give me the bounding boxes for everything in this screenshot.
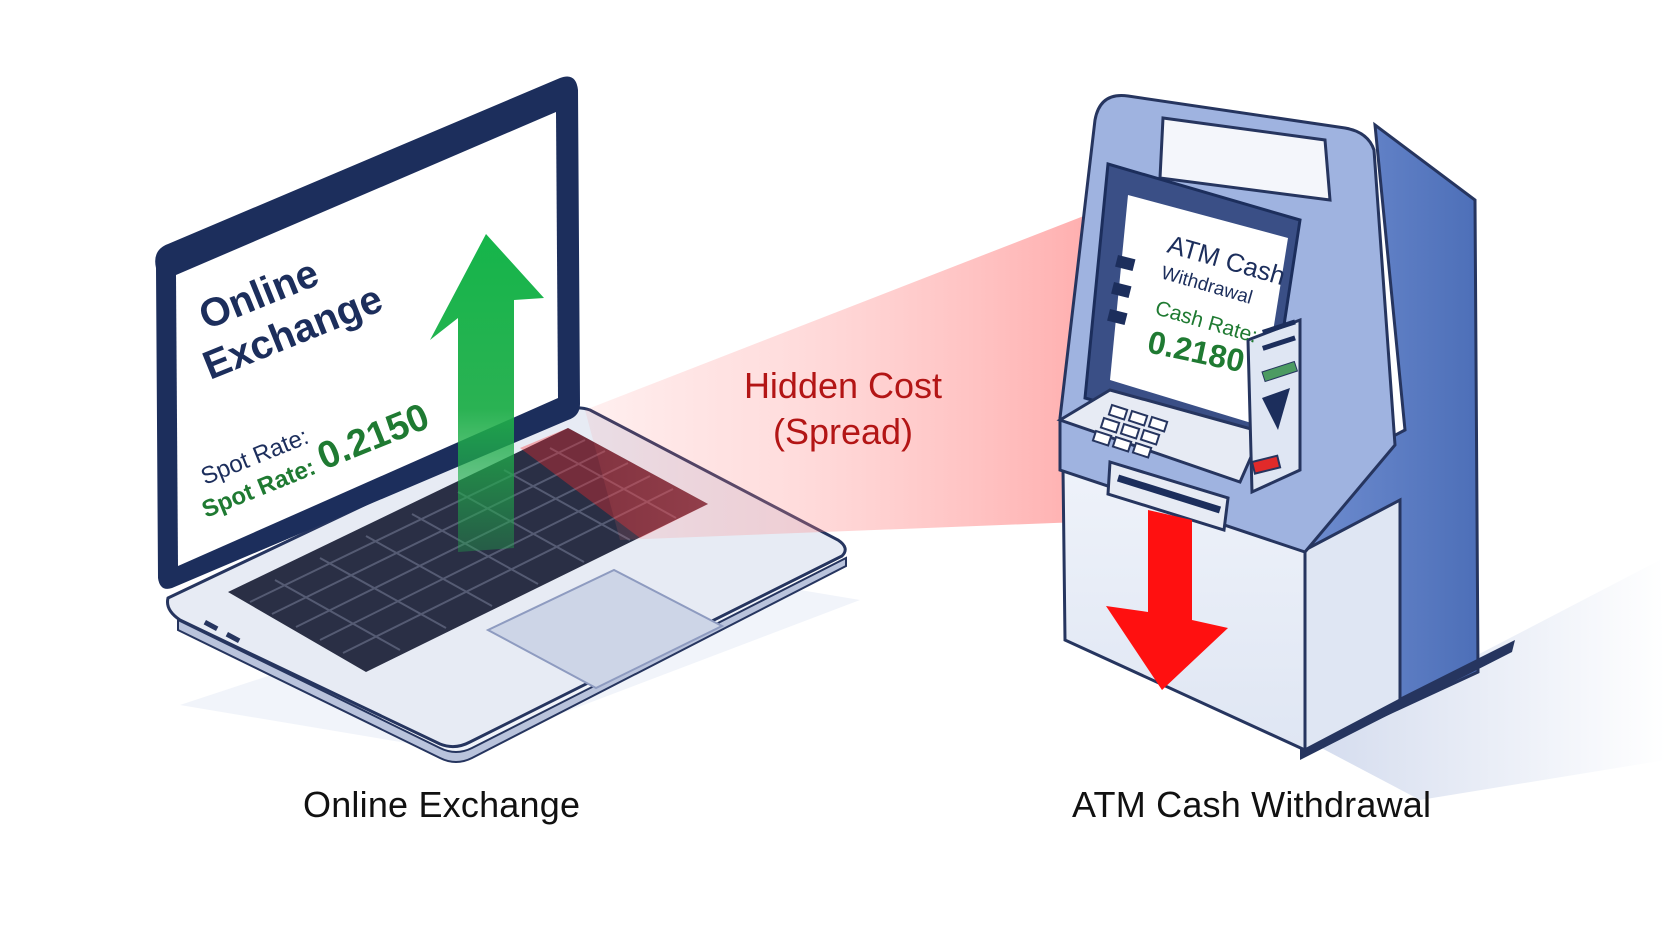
caption-atm-cash-withdrawal: ATM Cash Withdrawal: [1072, 784, 1432, 825]
caption-online-exchange: Online Exchange: [303, 784, 581, 825]
hidden-cost-label: Hidden Cost (Spread): [744, 365, 942, 452]
laptop: [155, 76, 860, 763]
laptop-screen: [176, 112, 558, 566]
hidden-cost-beam: [585, 198, 1130, 540]
atm-machine: [1056, 94, 1666, 800]
hidden-cost-line2: (Spread): [773, 411, 913, 452]
atm-header-sign: [1158, 116, 1332, 202]
down-arrow-icon: [1106, 510, 1228, 690]
hidden-cost-line1: Hidden Cost: [744, 365, 942, 406]
atm-keypad: [1091, 403, 1169, 459]
up-arrow-icon: [430, 234, 544, 552]
atm-screen: [1110, 195, 1288, 425]
laptop-trackpad: [485, 568, 725, 690]
